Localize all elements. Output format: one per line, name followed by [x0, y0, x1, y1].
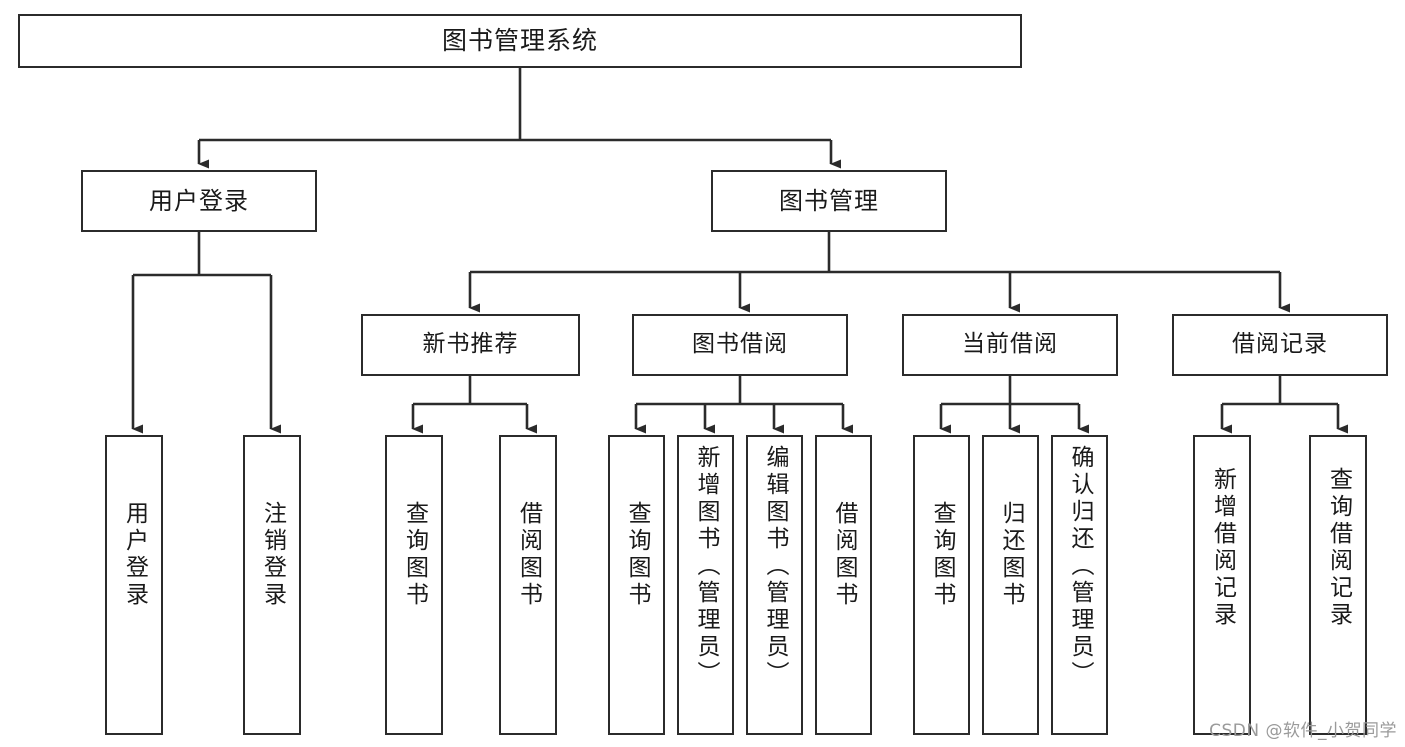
node-book-borrow[interactable]: 图书借阅 — [632, 314, 848, 376]
node-label: 注销登录 — [259, 501, 286, 609]
csdn-watermark: CSDN @软件_小贺同学 — [1209, 721, 1397, 741]
node-label: 新增图书（管理员） — [693, 445, 719, 688]
node-leaf-add-book-admin[interactable]: 新增图书（管理员） — [677, 435, 734, 735]
node-label: 借阅图书 — [515, 501, 542, 609]
node-label: 新增借阅记录 — [1209, 467, 1236, 629]
node-leaf-query-borrow-record[interactable]: 查询借阅记录 — [1309, 435, 1367, 735]
node-leaf-confirm-return-admin[interactable]: 确认归还（管理员） — [1051, 435, 1108, 735]
node-label: 借阅图书 — [831, 501, 857, 609]
node-current-borrow[interactable]: 当前借阅 — [902, 314, 1118, 376]
node-label: 归还图书 — [998, 501, 1024, 609]
node-label: 图书管理 — [779, 186, 879, 215]
node-user-login[interactable]: 用户登录 — [81, 170, 317, 232]
node-leaf-borrow-book-borrow[interactable]: 借阅图书 — [815, 435, 872, 735]
node-label: 新书推荐 — [422, 331, 519, 358]
node-leaf-return-book[interactable]: 归还图书 — [982, 435, 1039, 735]
node-label: 用户登录 — [121, 501, 148, 609]
node-leaf-add-borrow-record[interactable]: 新增借阅记录 — [1193, 435, 1251, 735]
node-borrow-record[interactable]: 借阅记录 — [1172, 314, 1388, 376]
node-label: 查询图书 — [401, 501, 428, 609]
node-leaf-user-login[interactable]: 用户登录 — [105, 435, 163, 735]
node-label: 当前借阅 — [962, 331, 1058, 358]
node-book-management[interactable]: 图书管理 — [711, 170, 947, 232]
node-leaf-borrow-book-recommend[interactable]: 借阅图书 — [499, 435, 557, 735]
node-label: 查询借阅记录 — [1325, 467, 1352, 629]
node-label: 图书借阅 — [692, 331, 788, 358]
node-leaf-query-book-borrow[interactable]: 查询图书 — [608, 435, 665, 735]
node-label: 查询图书 — [929, 501, 955, 609]
node-label: 查询图书 — [624, 501, 650, 609]
node-label: 编辑图书（管理员） — [762, 445, 788, 688]
node-label: 图书管理系统 — [441, 26, 598, 56]
node-label: 确认归还（管理员） — [1067, 445, 1093, 688]
node-leaf-edit-book-admin[interactable]: 编辑图书（管理员） — [746, 435, 803, 735]
node-label: 用户登录 — [149, 186, 249, 215]
node-leaf-query-book-recommend[interactable]: 查询图书 — [385, 435, 443, 735]
node-leaf-query-book-current[interactable]: 查询图书 — [913, 435, 970, 735]
node-root-book-management-system[interactable]: 图书管理系统 — [18, 14, 1022, 68]
node-leaf-user-logout[interactable]: 注销登录 — [243, 435, 301, 735]
node-label: 借阅记录 — [1232, 331, 1328, 358]
node-new-book-recommend[interactable]: 新书推荐 — [361, 314, 580, 376]
